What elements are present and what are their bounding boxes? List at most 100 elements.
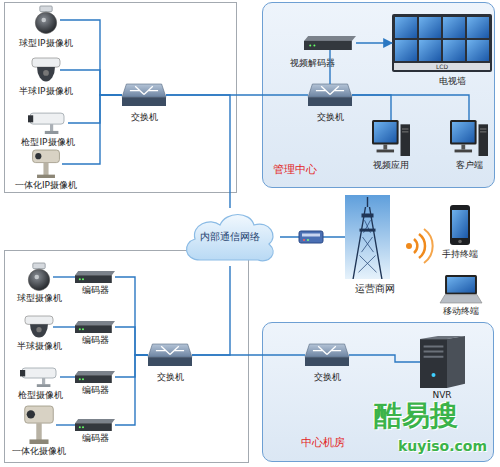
phone-icon	[458, 240, 462, 244]
box-icon	[75, 419, 115, 431]
ptz-icon	[27, 410, 35, 418]
camera-node: 球型IP摄像机	[32, 6, 60, 34]
bullet-icon	[20, 367, 60, 387]
halfdome-icon	[32, 58, 60, 82]
bullet-icon	[20, 370, 25, 376]
network-link	[115, 355, 148, 377]
sw-icon	[313, 346, 341, 354]
box-icon	[309, 45, 311, 47]
box-icon	[75, 419, 115, 423]
network-link	[192, 266, 230, 355]
tower-icon	[345, 195, 390, 279]
camera-node: 一体化IP摄像机	[30, 150, 62, 178]
box-icon	[75, 371, 115, 383]
handheld-node: 手持终端	[450, 205, 470, 245]
sw-icon	[308, 84, 352, 106]
sw-icon	[122, 84, 166, 106]
halfdome-icon	[43, 70, 49, 76]
router-symbol	[303, 239, 305, 241]
phone-icon	[452, 210, 468, 238]
device-label: 视频解码器	[290, 58, 335, 69]
sw-icon	[305, 344, 349, 357]
encoder-node: 编码器	[75, 419, 115, 431]
sw-icon	[156, 346, 184, 354]
tvwall-icon	[395, 40, 417, 61]
switch-node: 交换机	[148, 344, 192, 366]
network-link	[280, 236, 345, 237]
wifi-symbol	[406, 229, 433, 263]
tower-icon	[353, 197, 382, 279]
network-link	[166, 94, 308, 95]
sw-icon	[305, 344, 349, 366]
tvwall-icon	[419, 40, 441, 61]
router-symbol	[299, 231, 323, 243]
box-icon	[82, 328, 84, 330]
camera-node: 枪型IP摄像机	[28, 112, 68, 134]
box-icon	[75, 275, 112, 283]
device-label: 交换机	[131, 112, 158, 123]
device-label: 移动终端	[443, 306, 479, 317]
sw-icon	[122, 84, 166, 97]
tower-icon	[360, 229, 376, 232]
pc-icon	[450, 120, 488, 156]
camera-node: 半球摄像机	[25, 316, 53, 338]
nvr-icon	[432, 373, 436, 377]
nvr-icon	[447, 336, 465, 388]
device-label: 半球摄像机	[17, 341, 62, 352]
nvr-icon	[420, 339, 447, 388]
ptz-icon	[25, 406, 54, 423]
wifi-symbol	[406, 243, 412, 249]
halfdome-icon	[30, 324, 48, 337]
device-label: 半球IP摄像机	[19, 86, 72, 97]
ptz-icon	[37, 175, 55, 178]
panel-title: 中心机房	[301, 436, 345, 449]
panel-box: 管理中心 视频解码器电视墙 交换机 视频应用 客户端	[262, 2, 495, 188]
pc-icon	[372, 120, 410, 156]
box-icon	[79, 328, 81, 330]
box-icon	[75, 371, 115, 375]
box-icon	[75, 423, 112, 431]
wifi-symbol	[424, 229, 433, 263]
network-link	[115, 355, 148, 425]
laptop-icon	[440, 295, 482, 303]
halfdome-icon	[32, 58, 60, 67]
router-symbol	[302, 234, 320, 237]
halfdome-icon	[25, 316, 53, 324]
device-label: 球型IP摄像机	[19, 38, 72, 49]
video-wall-node: 电视墙	[392, 14, 492, 72]
dome-icon	[32, 6, 60, 34]
box-icon	[82, 278, 84, 280]
network-link	[60, 376, 75, 377]
device-label: 手持终端	[442, 249, 478, 260]
network-link	[115, 277, 148, 355]
box-icon	[313, 45, 315, 47]
bullet-icon	[50, 124, 53, 131]
network-link	[60, 70, 122, 95]
device-label: 一体化摄像机	[12, 446, 66, 457]
workstation-node: 客户端	[450, 120, 488, 156]
nvr-icon	[420, 336, 465, 388]
network-link	[56, 424, 75, 425]
laptop-icon	[440, 275, 482, 303]
dome-icon	[42, 18, 46, 22]
network-link	[349, 355, 420, 362]
nvr-icon	[424, 346, 444, 356]
sw-icon	[122, 97, 166, 106]
network-link	[352, 95, 469, 120]
pc-icon	[450, 120, 477, 144]
box-icon	[304, 36, 356, 41]
network-link	[53, 326, 75, 327]
device-label: 一体化IP摄像机	[15, 180, 77, 191]
halfdome-icon	[36, 327, 41, 332]
phone-icon	[450, 205, 470, 245]
device-label: 视频应用	[373, 160, 409, 171]
dome-icon	[25, 263, 53, 291]
ptz-icon	[22, 406, 56, 444]
halfdome-icon	[25, 316, 53, 338]
sw-icon	[316, 86, 344, 94]
sw-icon	[305, 357, 349, 366]
router-symbol	[307, 239, 309, 241]
box-icon	[82, 426, 84, 428]
